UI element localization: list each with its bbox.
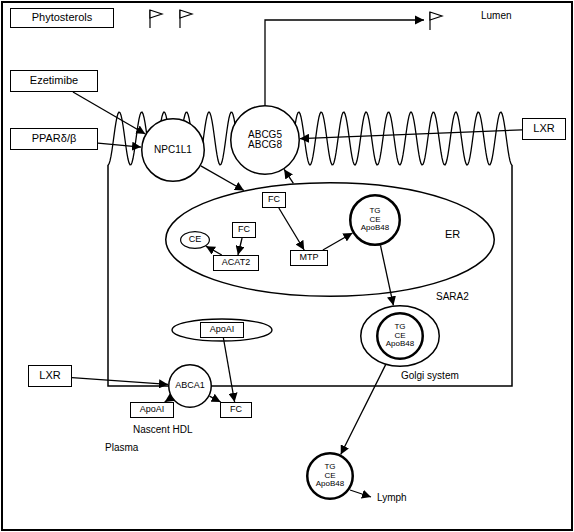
arrow-connector [72, 378, 168, 385]
node-label: ABCA1 [175, 381, 205, 390]
node-label: FC [230, 405, 242, 414]
lymph-arrow [350, 490, 371, 497]
protein-box: ApoAI [130, 402, 174, 418]
node-label: CE [394, 332, 405, 340]
transporter-circle: ABCG5ABCG8 [230, 105, 300, 175]
node-label: TG [324, 463, 335, 471]
arrow-connector [300, 130, 522, 139]
node-label: NPC1L1 [154, 145, 192, 156]
receptor-box: LXR [28, 365, 72, 387]
efflux-arrow [265, 20, 424, 110]
golgi-cisterna [172, 319, 272, 341]
arrow-connector [323, 233, 353, 250]
receptor-box: LXR [522, 118, 566, 140]
node-label: ApoAI [210, 325, 235, 334]
transporter-circle: NPC1L1 [141, 118, 205, 182]
lipid-oval: CE [180, 231, 210, 249]
region-label: Plasma [104, 442, 139, 454]
vesicle-ellipse: SARA2TGCEApoB48 [360, 305, 440, 367]
node-label: LXR [533, 123, 554, 135]
organelle-ellipse: ERCEACAT2FCFCMTPTGCEApoB48 [165, 182, 495, 297]
region-label: Lumen [480, 10, 513, 22]
node-label: ACAT2 [222, 258, 250, 267]
arrow-connector [206, 246, 222, 255]
arrow-connector [284, 169, 293, 183]
arrow-connector [341, 365, 386, 455]
node-label: CE [369, 216, 380, 224]
arrow-connector [223, 338, 234, 402]
sterol-flags [150, 10, 442, 30]
arrow-connector [201, 166, 244, 191]
arrow-connector [238, 238, 242, 255]
node-label: ApoB48 [386, 340, 414, 348]
node-label: CE [324, 472, 335, 480]
lipoprotein-circle: TGCEApoB48 [349, 194, 401, 246]
node-label: MTP [300, 253, 319, 262]
node-label: ApoAI [140, 405, 165, 414]
region-label: Golgi system [400, 370, 460, 382]
node-label: Phytosterols [32, 12, 93, 24]
lipoprotein-circle: TGCEApoB48 [306, 452, 354, 500]
arrow-connector [210, 396, 221, 402]
node-label: ABCG5 [248, 130, 282, 141]
node-label: TG [369, 207, 380, 215]
arrow-connector [380, 245, 393, 305]
node-label: TG [394, 323, 405, 331]
node-label: PPARδ/β [32, 133, 77, 145]
arrow-connector [98, 143, 141, 147]
lipid-box: FC [220, 402, 252, 418]
enzyme-box: MTP [290, 250, 328, 266]
node-label: ER [445, 229, 460, 241]
node-label: SARA2 [436, 292, 469, 303]
protein-box: ApoAI [200, 322, 244, 338]
label-box: Phytosterols [10, 8, 114, 28]
cell-outline [108, 165, 512, 386]
receptor-box: PPARδ/β [10, 128, 98, 150]
region-label: Nascent HDL [132, 424, 193, 436]
node-label: ApoB48 [361, 224, 389, 232]
lipid-box: FC [232, 222, 256, 238]
region-label: Lymph [376, 492, 408, 504]
drug-box: Ezetimibe [10, 70, 98, 92]
enzyme-box: ACAT2 [213, 255, 259, 271]
lipoprotein-circle: TGCEApoB48 [376, 312, 424, 360]
node-label: Ezetimibe [30, 75, 78, 87]
node-label: ABCG8 [248, 140, 282, 151]
arrow-connector [279, 208, 304, 250]
node-label: CE [189, 235, 202, 244]
node-label: FC [268, 195, 280, 204]
node-label: ApoB48 [316, 480, 344, 488]
transporter-circle: ABCA1 [168, 364, 212, 408]
lipid-box: FC [262, 192, 286, 208]
node-label: FC [238, 225, 250, 234]
node-label: LXR [39, 370, 60, 382]
